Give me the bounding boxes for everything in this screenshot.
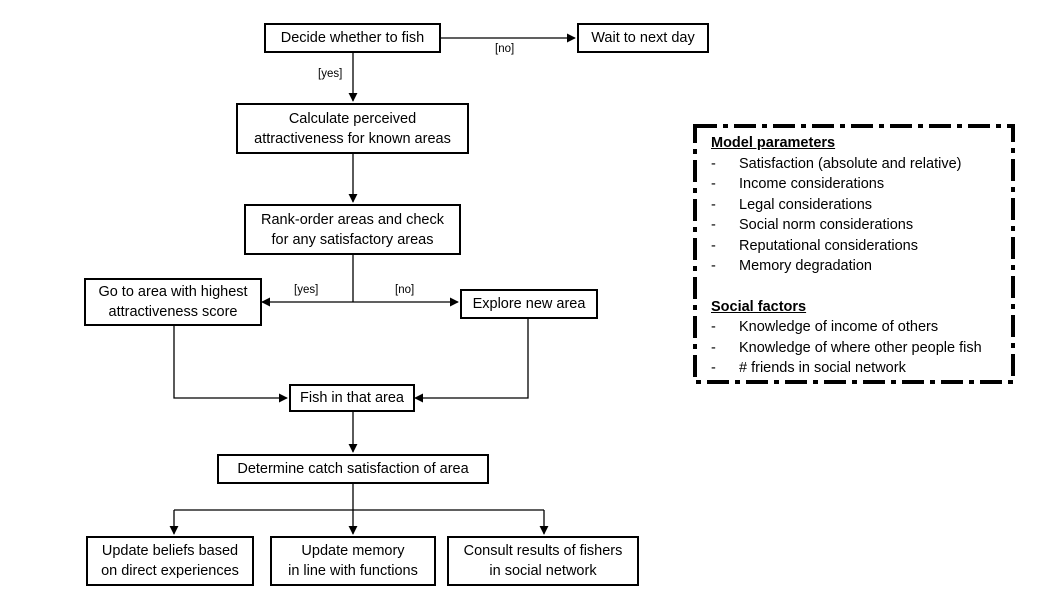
- legend-social-item-label: Knowledge of income of others: [739, 319, 939, 335]
- legend-social-list: - Knowledge of income of others - Knowledge…: [711, 317, 1011, 379]
- node-decide: Decide whether to fish: [264, 23, 441, 53]
- legend-border: [693, 124, 1015, 384]
- legend-model-item-label: Social norm considerations: [739, 217, 914, 233]
- legend-social-item: - Knowledge of where other people fish: [711, 338, 1011, 359]
- legend-model-item-label: Legal considerations: [739, 196, 873, 213]
- legend-model-item: - Social norm considerations: [711, 215, 1011, 236]
- bullet-dash: -: [711, 339, 716, 356]
- bullet-dash: -: [711, 155, 716, 172]
- legend-model-item: - Income considerations: [711, 174, 1011, 195]
- label-decide-no: [no]: [495, 43, 515, 55]
- legend-model-heading: Model parameters: [711, 135, 836, 151]
- node-explore: Explore new area: [460, 289, 598, 319]
- legend-social-item-label: # friends in social network: [739, 360, 906, 376]
- node-update-memory: Update memory in line with functions: [270, 536, 436, 586]
- bullet-dash: -: [711, 196, 716, 213]
- legend-model-list: - Satisfaction (absolute and relative) - In…: [711, 154, 1011, 277]
- node-wait: Wait to next day: [577, 23, 709, 53]
- bullet-dash: -: [711, 237, 716, 254]
- node-fish: Fish in that area: [289, 384, 415, 412]
- node-rank: Rank-order areas and check for any satis…: [244, 204, 461, 255]
- label-decide-yes: [yes]: [318, 68, 343, 80]
- legend-model-item: - Satisfaction (absolute and relative): [711, 154, 1011, 175]
- node-consult: Consult results of fishers in social net…: [447, 536, 639, 586]
- legend-model-item: - Reputational considerations: [711, 236, 1011, 257]
- bullet-dash: -: [711, 176, 716, 192]
- label-rank-no: [no]: [395, 284, 415, 296]
- edge-go-to-fish: [173, 326, 288, 403]
- legend-social-item: - # friends in social network: [711, 358, 1011, 379]
- legend: Model parameters - Satisfaction (absolute…: [711, 133, 1011, 379]
- legend-model-item-label: Memory degradation: [739, 258, 872, 274]
- legend-social-heading: Social factors: [711, 298, 807, 315]
- legend-social-item: - Knowledge of income of others: [711, 317, 1011, 338]
- legend-model-item-label: Income considerations: [739, 176, 885, 192]
- bullet-dash: -: [711, 360, 716, 376]
- legend-model-item-label: Satisfaction (absolute and relative): [739, 155, 962, 172]
- node-go-highest: Go to area with highest attractiveness s…: [84, 278, 262, 326]
- legend-model-item-label: Reputational considerations: [739, 237, 918, 254]
- legend-model-item: - Legal considerations: [711, 195, 1011, 216]
- bullet-dash: -: [711, 258, 716, 274]
- label-rank-yes: [yes]: [294, 284, 319, 296]
- edge-explore-to-fish: [414, 319, 529, 403]
- node-update-beliefs: Update beliefs based on direct experienc…: [86, 536, 254, 586]
- node-calculate: Calculate perceived attractiveness for k…: [236, 103, 469, 154]
- bullet-dash: -: [711, 319, 716, 335]
- legend-model-item: - Memory degradation: [711, 256, 1011, 277]
- node-determine: Determine catch satisfaction of area: [217, 454, 489, 484]
- legend-social-item-label: Knowledge of where other people fish: [739, 339, 982, 356]
- bullet-dash: -: [711, 217, 716, 233]
